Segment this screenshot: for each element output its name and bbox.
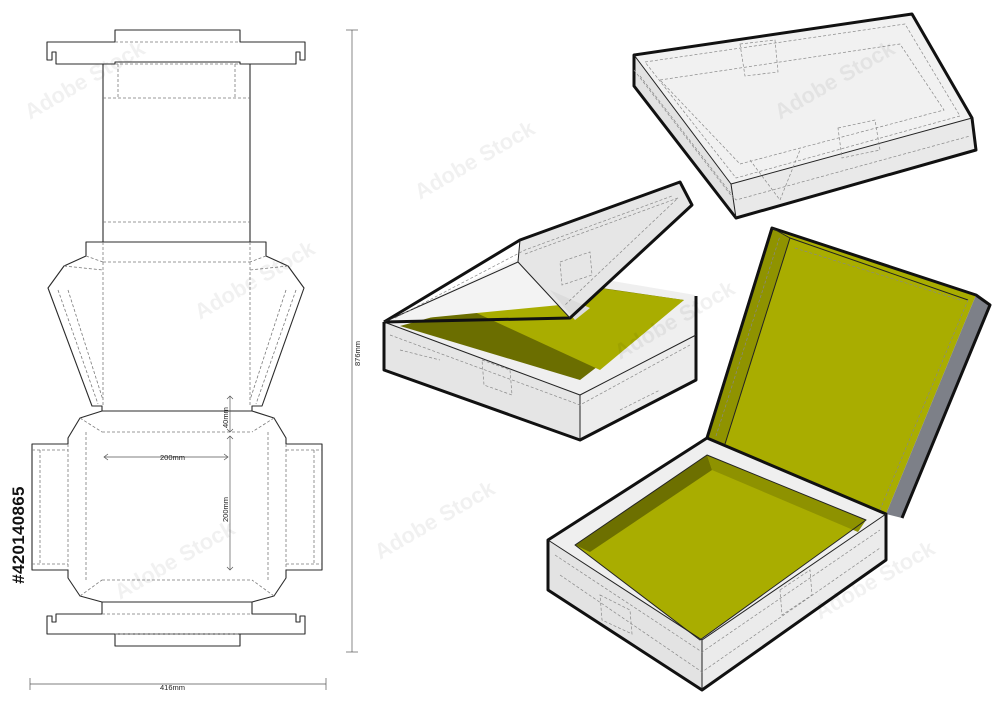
svg-text:Adobe Stock: Adobe Stock [410, 115, 540, 204]
half-open-box-view [382, 180, 698, 442]
total-height-dimension-label: 876mm [353, 341, 362, 366]
stock-id-label: #420140865 [4, 470, 34, 600]
total-width-dimension-label: 416mm [160, 683, 185, 692]
svg-text:Adobe Stock: Adobe Stock [20, 35, 150, 124]
stock-id-text: #420140865 [9, 486, 28, 584]
dimension-lines [29, 29, 358, 690]
height-dimension-label: 200mm [221, 497, 230, 522]
open-box-view [546, 226, 992, 692]
svg-text:Adobe Stock: Adobe Stock [110, 515, 240, 604]
svg-text:Adobe Stock: Adobe Stock [190, 235, 320, 324]
width-dimension-label: 200mm [160, 453, 185, 462]
closed-box-view [632, 12, 978, 220]
flap-height-dimension-label: 40mm [221, 407, 230, 428]
dieline-template [31, 29, 323, 647]
svg-text:Adobe Stock: Adobe Stock [370, 475, 500, 564]
